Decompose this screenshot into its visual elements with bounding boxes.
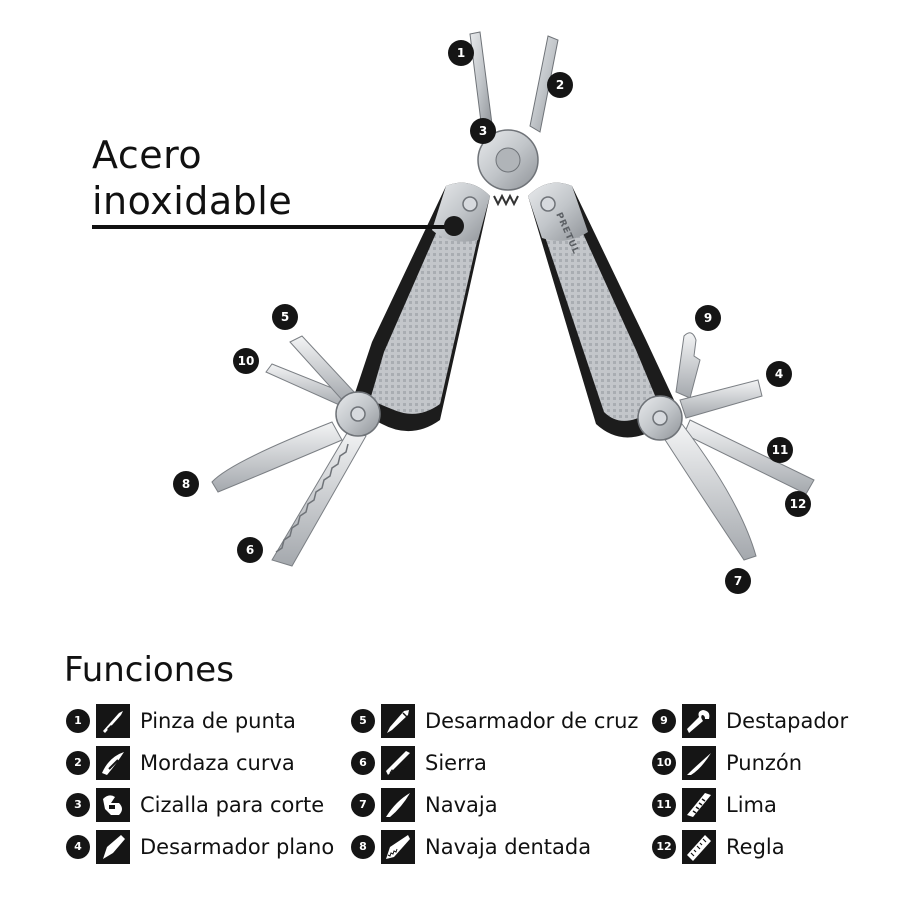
serrated-knife-tool bbox=[211, 421, 343, 493]
function-number: 2 bbox=[66, 751, 90, 775]
function-label: Navaja bbox=[425, 793, 498, 817]
pliers-jaws bbox=[469, 31, 559, 191]
function-number: 1 bbox=[66, 709, 90, 733]
bottle-opener-icon bbox=[682, 704, 716, 738]
marker-10: 10 bbox=[233, 348, 259, 374]
marker-5: 5 bbox=[272, 304, 298, 330]
function-item: 7 Navaja bbox=[351, 788, 498, 822]
function-label: Regla bbox=[726, 835, 785, 859]
function-number: 7 bbox=[351, 793, 375, 817]
bottle-opener-tool bbox=[675, 332, 701, 399]
function-number: 4 bbox=[66, 835, 90, 859]
flat-screwdriver-icon bbox=[96, 830, 130, 864]
marker-7: 7 bbox=[725, 568, 751, 594]
material-callout: Acero inoxidable bbox=[92, 132, 292, 224]
phillips-screwdriver-icon bbox=[381, 704, 415, 738]
function-label: Punzón bbox=[726, 751, 803, 775]
function-label: Navaja dentada bbox=[425, 835, 592, 859]
callout-leader-line bbox=[92, 225, 454, 229]
left-handle bbox=[335, 182, 490, 437]
function-label: Destapador bbox=[726, 709, 849, 733]
function-label: Mordaza curva bbox=[140, 751, 295, 775]
function-number: 9 bbox=[652, 709, 676, 733]
marker-4: 4 bbox=[766, 361, 792, 387]
callout-line-1: Acero bbox=[92, 133, 203, 177]
saw-tool bbox=[271, 427, 367, 567]
function-number: 10 bbox=[652, 751, 676, 775]
function-number: 6 bbox=[351, 751, 375, 775]
marker-2: 2 bbox=[547, 72, 573, 98]
function-label: Pinza de punta bbox=[140, 709, 296, 733]
marker-1: 1 bbox=[448, 40, 474, 66]
function-item: 2 Mordaza curva bbox=[66, 746, 295, 780]
right-handle: PRETUL bbox=[528, 182, 683, 441]
marker-11: 11 bbox=[767, 437, 793, 463]
marker-12: 12 bbox=[785, 491, 811, 517]
function-item: 6 Sierra bbox=[351, 746, 487, 780]
function-label: Cizalla para corte bbox=[140, 793, 325, 817]
function-label: Desarmador plano bbox=[140, 835, 335, 859]
pliers-spring bbox=[493, 193, 519, 207]
marker-9: 9 bbox=[695, 305, 721, 331]
file-icon bbox=[682, 788, 716, 822]
awl-icon bbox=[682, 746, 716, 780]
multitool-illustration: PRETUL bbox=[211, 31, 815, 567]
serrated-knife-icon bbox=[381, 830, 415, 864]
function-number: 3 bbox=[66, 793, 90, 817]
marker-8: 8 bbox=[173, 471, 199, 497]
needle-nose-pliers-icon bbox=[96, 704, 130, 738]
function-label: Sierra bbox=[425, 751, 487, 775]
function-number: 5 bbox=[351, 709, 375, 733]
function-item: 10 Punzón bbox=[652, 746, 802, 780]
function-item: 9 Destapador bbox=[652, 704, 848, 738]
function-label: Desarmador de cruz bbox=[425, 709, 639, 733]
wire-cutter-icon bbox=[96, 788, 130, 822]
function-number: 12 bbox=[652, 835, 676, 859]
function-item: 1 Pinza de punta bbox=[66, 704, 296, 738]
marker-6: 6 bbox=[237, 537, 263, 563]
function-item: 4 Desarmador plano bbox=[66, 830, 334, 864]
function-item: 5 Desarmador de cruz bbox=[351, 704, 638, 738]
knife-icon bbox=[381, 788, 415, 822]
function-item: 8 Navaja dentada bbox=[351, 830, 591, 864]
function-item: 3 Cizalla para corte bbox=[66, 788, 324, 822]
curved-jaw-icon bbox=[96, 746, 130, 780]
flat-screwdriver-tool bbox=[679, 379, 763, 419]
function-number: 8 bbox=[351, 835, 375, 859]
marker-3: 3 bbox=[470, 118, 496, 144]
callout-leader-dot bbox=[444, 216, 464, 236]
function-item: 11 Lima bbox=[652, 788, 777, 822]
callout-line-2: inoxidable bbox=[92, 179, 293, 223]
function-number: 11 bbox=[652, 793, 676, 817]
saw-icon bbox=[381, 746, 415, 780]
ruler-icon bbox=[682, 830, 716, 864]
functions-title: Funciones bbox=[64, 650, 234, 690]
knife-tool bbox=[659, 423, 757, 561]
function-label: Lima bbox=[726, 793, 777, 817]
function-item: 12 Regla bbox=[652, 830, 785, 864]
